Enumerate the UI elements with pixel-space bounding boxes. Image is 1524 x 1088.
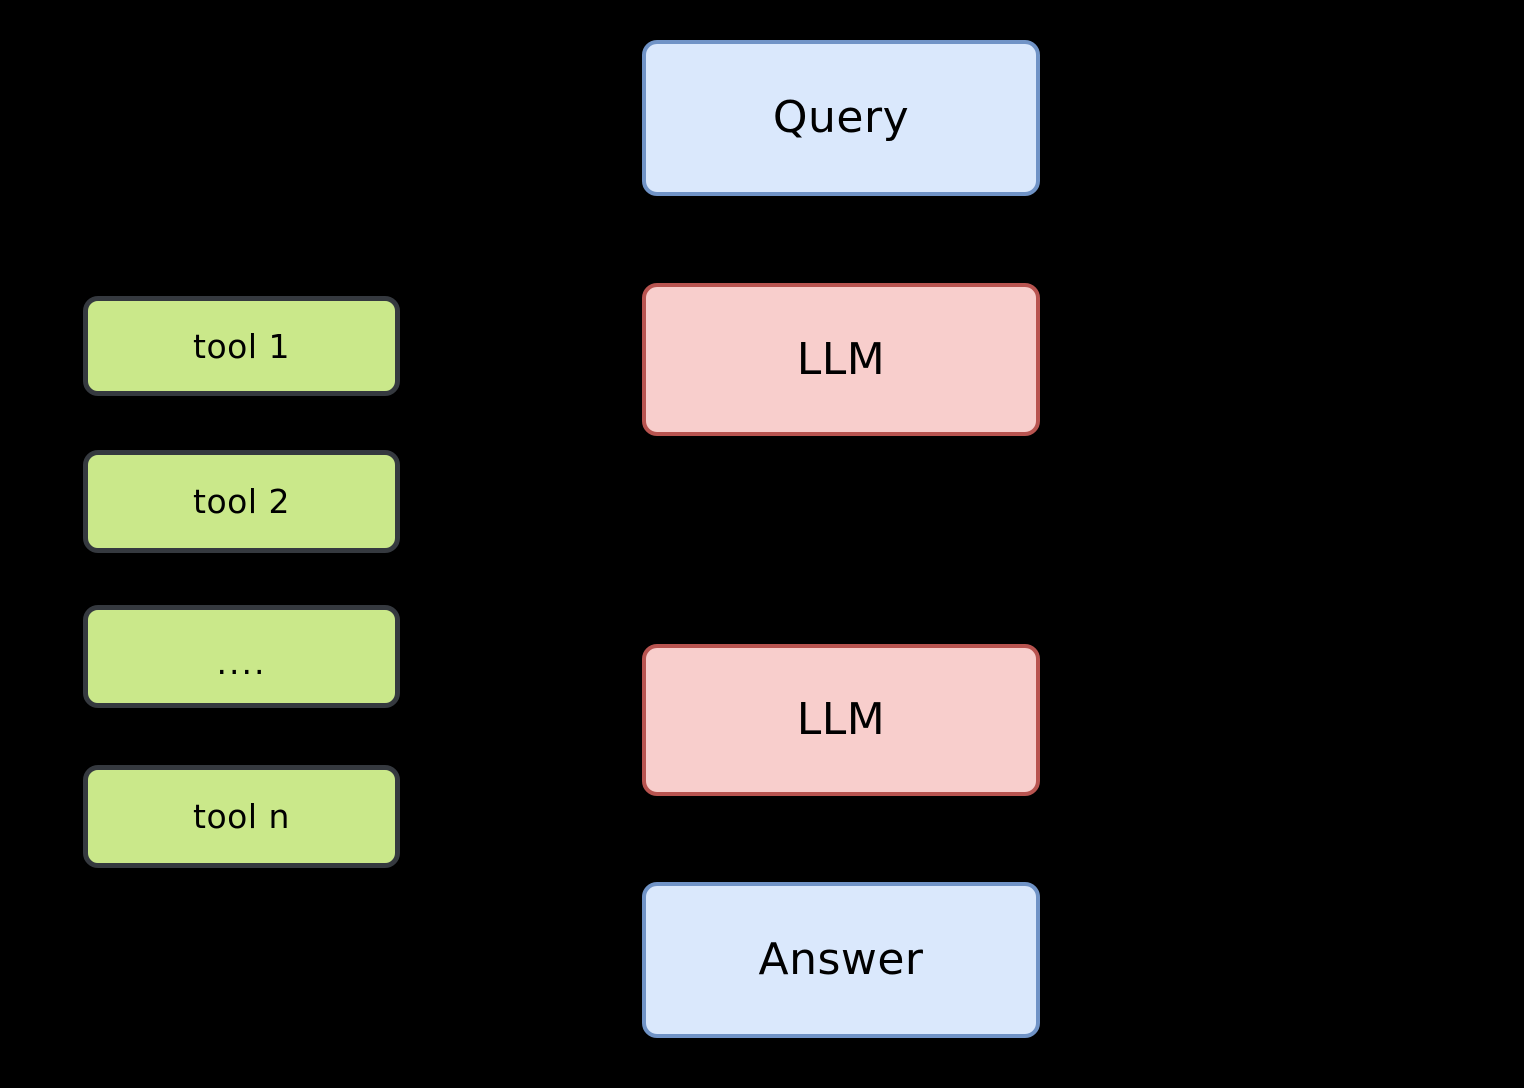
answer-node[interactable]: Answer bbox=[642, 882, 1040, 1038]
llm-node-2-label: LLM bbox=[796, 694, 886, 745]
tool-box-ellipsis-label: .... bbox=[216, 643, 267, 682]
answer-node-label: Answer bbox=[758, 934, 924, 985]
tool-box-n-label: tool n bbox=[193, 797, 290, 836]
llm-node-2[interactable]: LLM bbox=[642, 644, 1040, 796]
query-node-label: Query bbox=[772, 92, 910, 143]
tool-box-ellipsis[interactable]: .... bbox=[83, 605, 400, 708]
llm-node-1-label: LLM bbox=[796, 333, 886, 385]
llm-node-1[interactable]: LLM bbox=[642, 283, 1040, 436]
tool-box-2-label: tool 2 bbox=[193, 482, 290, 521]
tool-box-2[interactable]: tool 2 bbox=[83, 450, 400, 553]
tool-box-n[interactable]: tool n bbox=[83, 765, 400, 868]
tool-box-1[interactable]: tool 1 bbox=[83, 296, 400, 396]
query-node[interactable]: Query bbox=[642, 40, 1040, 196]
tool-box-1-label: tool 1 bbox=[193, 326, 290, 366]
